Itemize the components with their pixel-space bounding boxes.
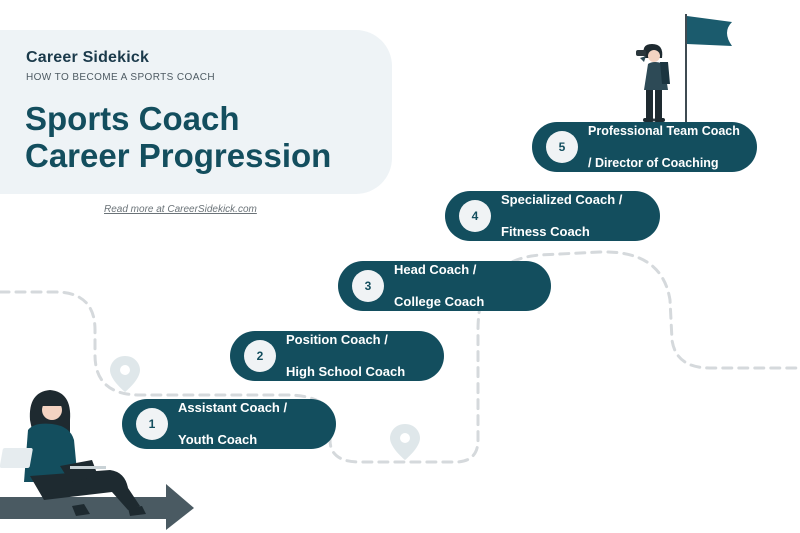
step-label-line-1: Specialized Coach /: [501, 192, 623, 207]
header-card: [0, 30, 392, 194]
step-label-line-1: Head Coach /: [394, 262, 477, 277]
step-label-line-2: College Coach: [394, 294, 485, 309]
step-label-line-1: Position Coach /: [286, 332, 388, 347]
step-label-line-1: Professional Team Coach: [588, 124, 740, 138]
step-label: Position Coach / High School Coach: [286, 316, 405, 396]
step-number: 2: [244, 340, 276, 372]
step-label-line-2: High School Coach: [286, 364, 406, 379]
brand-career: Career: [26, 49, 78, 66]
step-label: Specialized Coach / Fitness Coach: [501, 176, 622, 256]
step-label-line-2: / Director of Coaching: [588, 156, 719, 170]
step-4: 4 Specialized Coach / Fitness Coach: [445, 191, 660, 241]
step-number: 3: [352, 270, 384, 302]
page-title: Sports Coach Career Progression: [25, 100, 385, 174]
step-3: 3 Head Coach / College Coach: [338, 261, 551, 311]
step-label: Head Coach / College Coach: [394, 246, 484, 326]
step-label: Assistant Coach / Youth Coach: [178, 384, 287, 464]
step-label-line-2: Youth Coach: [178, 432, 258, 447]
step-1: 1 Assistant Coach / Youth Coach: [122, 399, 336, 449]
page-subtitle: HOW TO BECOME A SPORTS COACH: [26, 72, 216, 83]
map-pin-icon: [390, 424, 420, 460]
step-number: 4: [459, 200, 491, 232]
step-label-line-2: Fitness Coach: [501, 224, 590, 239]
step-number: 1: [136, 408, 168, 440]
step-number: 5: [546, 131, 578, 163]
title-line-2: Career Progression: [25, 137, 332, 174]
flag-icon: [685, 14, 732, 122]
step-5: 5 Professional Team Coach / Director of …: [532, 122, 757, 172]
brand-sidekick: Sidekick: [82, 49, 150, 66]
brand-logo: Career Sidekick: [26, 49, 149, 67]
person-with-binoculars-icon: [636, 44, 670, 122]
read-more-link[interactable]: Read more at CareerSidekick.com: [104, 204, 257, 215]
dashed-path: [0, 250, 800, 464]
step-label-line-1: Assistant Coach /: [178, 400, 288, 415]
step-2: 2 Position Coach / High School Coach: [230, 331, 444, 381]
map-pin-icon: [110, 356, 140, 392]
person-with-laptop-icon: [0, 390, 146, 516]
title-line-1: Sports Coach: [25, 100, 240, 137]
step-label: Professional Team Coach / Director of Co…: [588, 107, 740, 187]
